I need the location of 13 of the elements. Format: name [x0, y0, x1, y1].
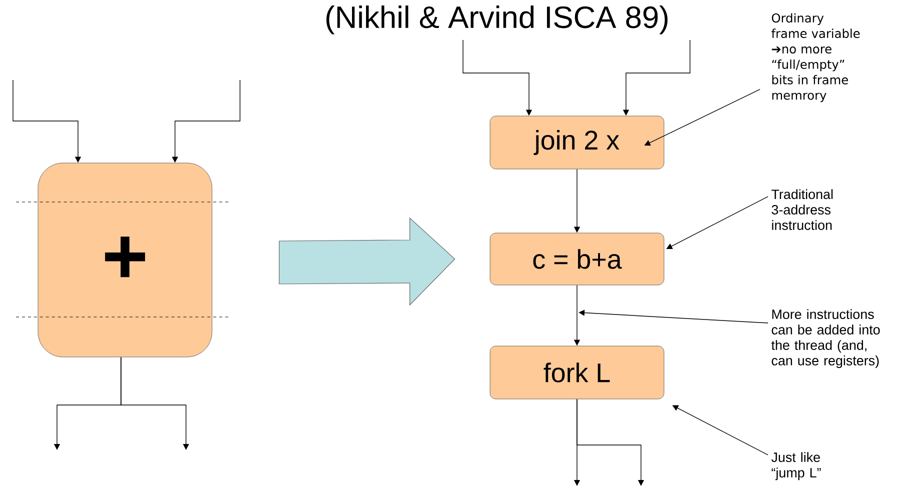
instruction-box: c = b+a [490, 232, 664, 286]
instruction-box: fork L [490, 346, 664, 400]
title: (Nikhil & Arvind ISCA 89) [326, 6, 668, 34]
note-text: Just like “jump L” [771, 452, 821, 480]
instruction-box: join 2 x [490, 116, 664, 170]
adder-box: + [38, 162, 212, 358]
note-text: Ordinary frame variable ➔no more “full/empty” bits in frame memrory [771, 13, 860, 102]
note-text: Traditional 3-address instruction [772, 189, 833, 230]
block-arrow [278, 217, 456, 306]
leader-line [578, 310, 768, 324]
connector-arrow [120, 356, 190, 450]
connector-arrow [576, 398, 644, 486]
note-text: More instructions can be added into the thread (and, can use registers) [771, 309, 880, 368]
